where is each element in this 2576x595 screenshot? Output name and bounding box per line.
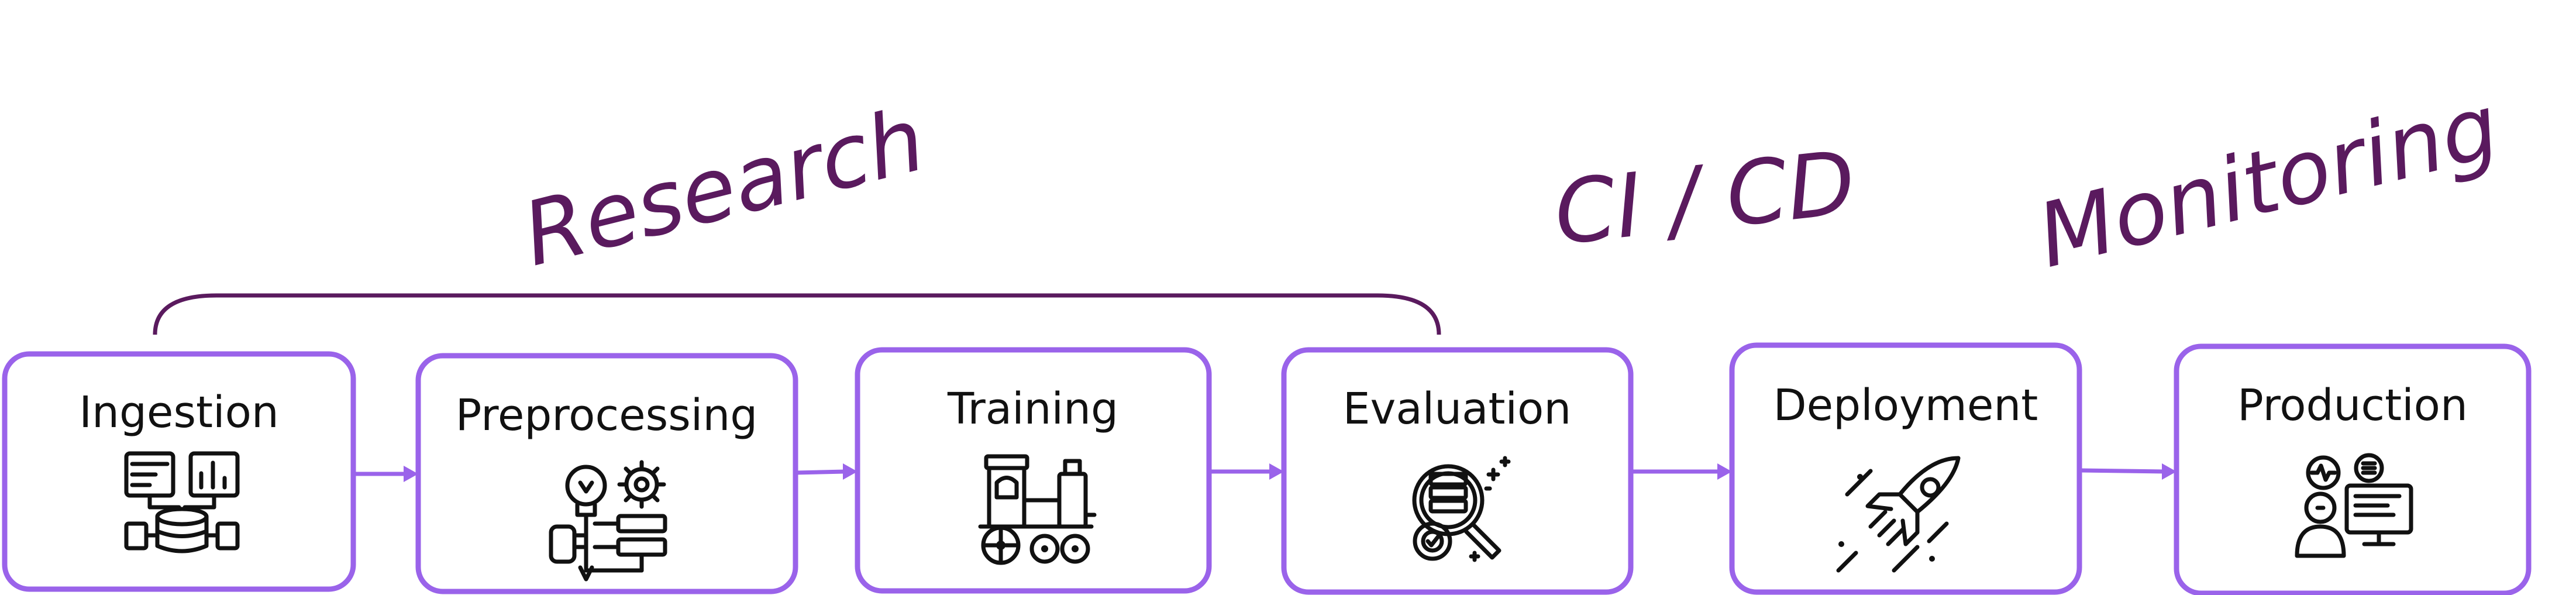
rocket-icon bbox=[1836, 456, 1961, 573]
arrowhead-1 bbox=[404, 466, 418, 482]
arrowhead-2 bbox=[843, 463, 857, 480]
train-locomotive-icon bbox=[978, 454, 1097, 565]
data-ingestion-icon bbox=[124, 451, 240, 553]
stage-label: Production bbox=[2237, 380, 2468, 431]
arrowhead-5 bbox=[2162, 463, 2176, 480]
phase-label-monitoring: Monitoring bbox=[2028, 75, 2508, 288]
arrow-preprocessing-training bbox=[795, 469, 846, 475]
stage-box bbox=[1729, 342, 2082, 595]
stage-evaluation: Evaluation bbox=[1281, 347, 1634, 595]
stage-label: Ingestion bbox=[79, 387, 279, 438]
stage-production: Production bbox=[2174, 343, 2532, 595]
stage-box bbox=[1281, 347, 1634, 595]
stage-label: Training bbox=[947, 384, 1118, 434]
stage-label: Preprocessing bbox=[456, 390, 757, 441]
stage-label: Deployment bbox=[1773, 380, 2038, 431]
stage-box bbox=[415, 353, 798, 594]
stage-label: Evaluation bbox=[1343, 384, 1571, 434]
stage-box bbox=[2, 351, 356, 592]
stage-box bbox=[855, 347, 1212, 594]
stage-ingestion: Ingestion bbox=[2, 351, 356, 592]
magnifier-evaluation-icon bbox=[1412, 456, 1511, 562]
preprocessing-icon bbox=[549, 460, 667, 582]
connectors bbox=[353, 463, 2176, 482]
arrowhead-3 bbox=[1269, 463, 1284, 480]
stage-preprocessing: Preprocessing bbox=[415, 353, 798, 594]
monitoring-dashboard-icon bbox=[2295, 453, 2413, 558]
stage-deployment: Deployment bbox=[1729, 342, 2082, 595]
stage-training: Training bbox=[855, 347, 1212, 594]
stage-box bbox=[2174, 343, 2532, 595]
phase-label-research: Research bbox=[514, 89, 934, 287]
arrow-deployment-production bbox=[2079, 468, 2165, 474]
phase-label-cicd: CI / CD bbox=[1549, 132, 1859, 265]
arrowhead-4 bbox=[1717, 463, 1732, 480]
research-bracket bbox=[153, 293, 1441, 335]
